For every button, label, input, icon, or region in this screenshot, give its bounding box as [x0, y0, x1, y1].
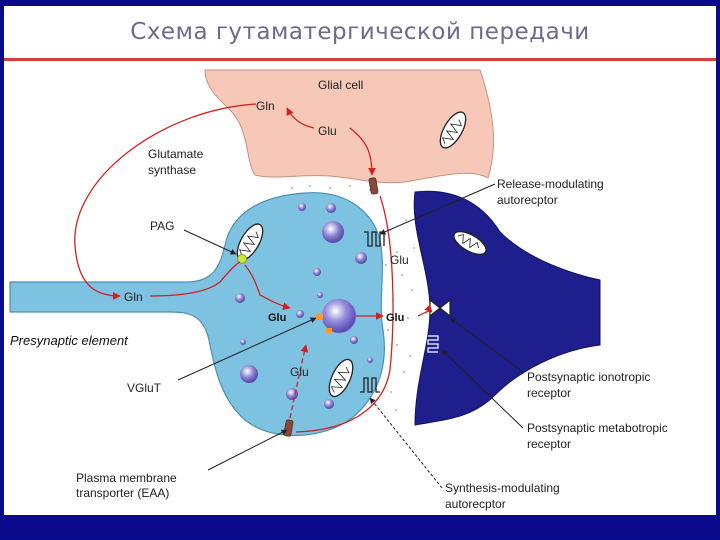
- metabotropic-label-2: receptor: [527, 437, 571, 451]
- presynaptic-element: [9, 192, 385, 437]
- vglut-label: VGluT: [127, 381, 162, 395]
- slide-title: Схема гутаматергической передачи: [130, 19, 590, 45]
- glutamate-synthase-label-2: synthase: [148, 163, 196, 177]
- annotation-leaders: [177, 183, 524, 489]
- title-bar: Схема гутаматергической передачи: [4, 6, 716, 58]
- glial-cell-body: [204, 69, 494, 184]
- mitochondrion-postsynaptic: [453, 230, 487, 256]
- glial-cell-label: Glial cell: [318, 78, 363, 92]
- plasma-transporter-label-1: Plasma membrane: [76, 471, 177, 485]
- glu-cleft-label: Glu: [390, 253, 409, 267]
- title-divider: [4, 58, 716, 61]
- gln-top-label: Gln: [256, 99, 275, 113]
- pag-enzyme-marker: [237, 254, 247, 264]
- synthesis-autoreceptor-label-1: Synthesis-modulating: [445, 481, 560, 495]
- presynaptic-element-label: Presynaptic element: [10, 333, 129, 348]
- synthesis-autoreceptor-label-2: autorecptor: [445, 497, 506, 511]
- glu-top-label: Glu: [318, 124, 337, 138]
- glu-center-label: Glu: [268, 312, 286, 324]
- glu-lower-label: Glu: [290, 365, 309, 379]
- release-autoreceptor-label-2: autorecptor: [497, 193, 558, 207]
- mitochondrion-presynaptic-bottom: [328, 358, 354, 398]
- synaptic-vesicles: [235, 203, 373, 409]
- glu-right-label: Glu: [386, 312, 404, 324]
- glial-transporter: [368, 177, 379, 195]
- vglut-marker: [316, 313, 323, 319]
- metabotropic-label-1: Postsynaptic metabotropic: [527, 421, 668, 435]
- synaptic-cleft-dots: [291, 185, 415, 411]
- vglut-marker-2: [326, 328, 332, 333]
- ionotropic-label-1: Postsynaptic ionotropic: [527, 370, 650, 384]
- plasma-transporter-label-2: transporter (EAA): [76, 486, 169, 500]
- glutamate-synthase-label-1: Glutamate: [148, 147, 204, 161]
- pag-label: PAG: [150, 219, 174, 233]
- ionotropic-label-2: receptor: [527, 386, 571, 400]
- transport-arrows: [74, 103, 433, 433]
- metabotropic-receptor-shape: [427, 335, 439, 353]
- release-autoreceptor-label-1: Release-modulating: [497, 177, 604, 191]
- synthesis-modulating-autoreceptor-shape: [360, 377, 380, 393]
- mitochondrion-glial: [439, 111, 467, 149]
- gln-left-label: Gln: [124, 290, 143, 304]
